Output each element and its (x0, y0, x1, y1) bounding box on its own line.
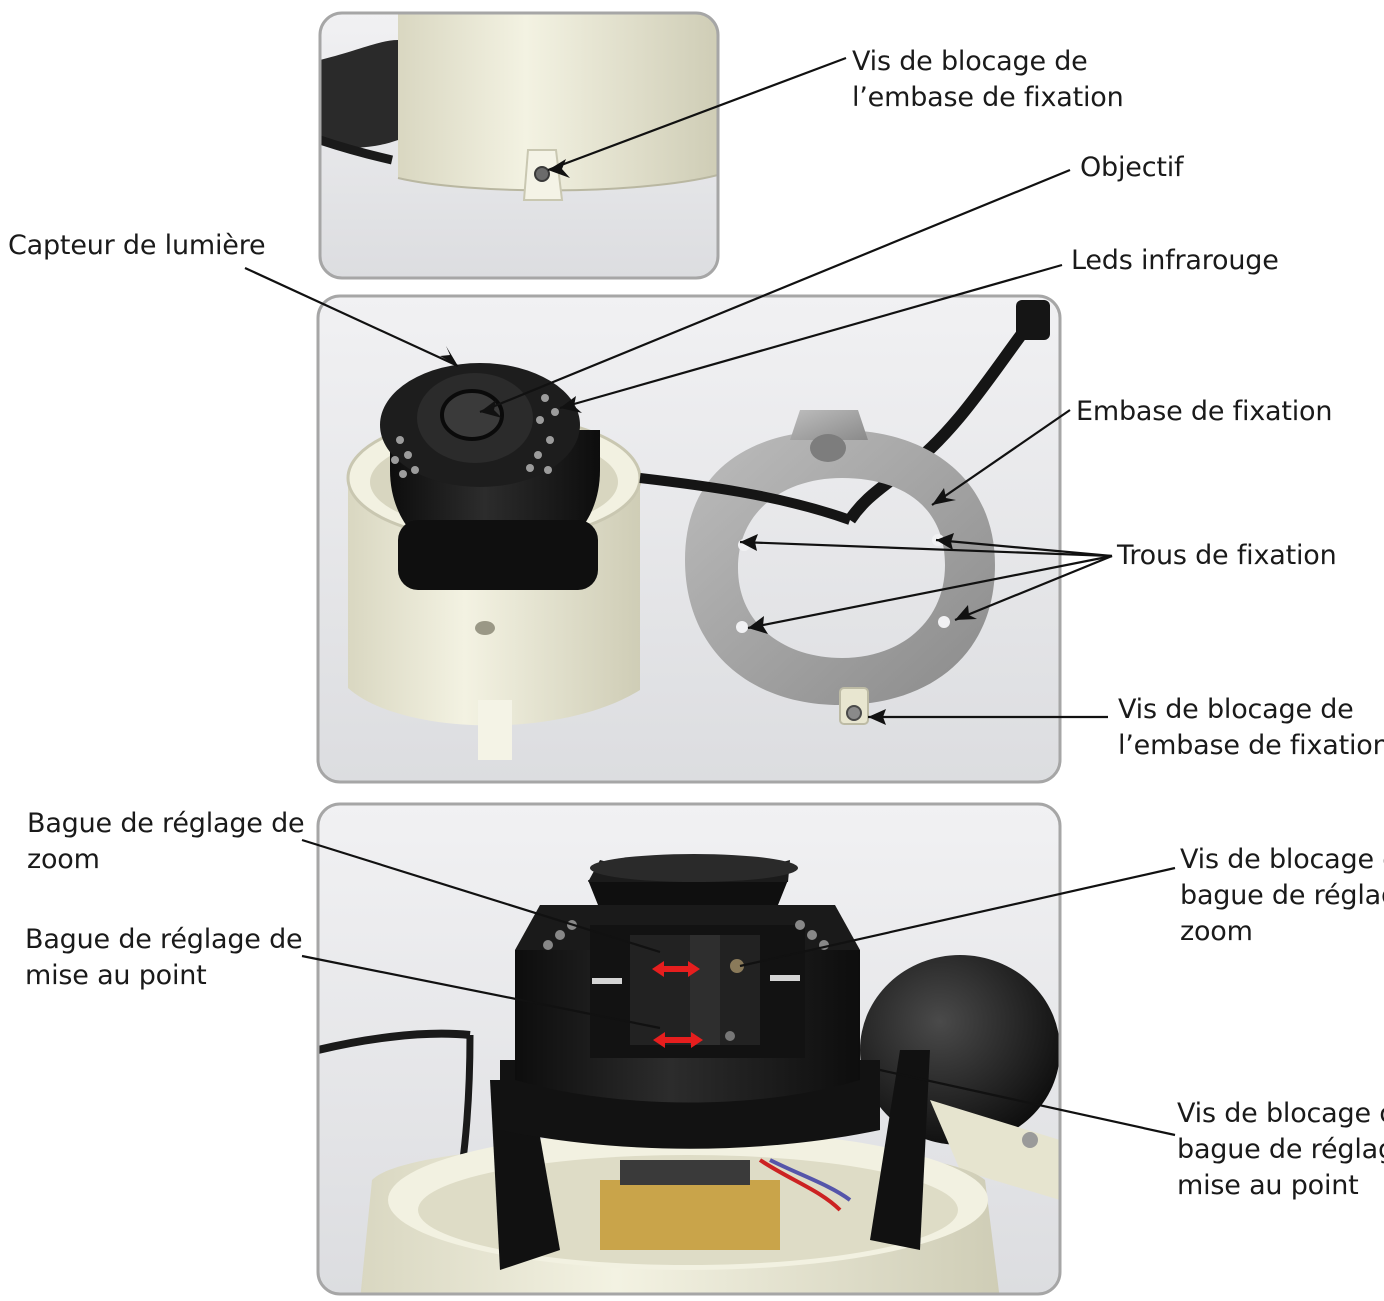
label-leds: Leds infrarouge (1071, 245, 1279, 276)
leader-capteur (244, 267, 459, 367)
double-arrow-icon (652, 961, 703, 1048)
arrow-icon (440, 159, 977, 725)
leader-zoom-screw (739, 866, 1176, 968)
leader-zoom-ring (301, 838, 661, 954)
label-embase: Embase de fixation (1076, 396, 1333, 427)
label-zoom-ring: Bague de réglage de zoom (27, 808, 305, 875)
label-mid-screw: Vis de blocage de l’embase de fixation (1118, 694, 1384, 761)
leader-top-screw (547, 56, 847, 172)
label-top-screw: Vis de blocage de l’embase de fixation (852, 46, 1124, 113)
leader-embase (931, 409, 1071, 506)
label-capteur: Capteur de lumière (8, 230, 266, 261)
photo-disassembled-camera (318, 296, 1060, 782)
leader-lines (244, 56, 1176, 1137)
label-zoom-screw: Vis de blocage c bague de réglag zoom (1180, 844, 1384, 947)
photo-housing-screw (320, 13, 718, 278)
label-trous: Trous de fixation (1117, 540, 1337, 571)
photo-lens-adjustment (318, 804, 1060, 1294)
photo-frame-top (318, 11, 720, 280)
leader-focus-screw (879, 1068, 1176, 1137)
leader-leds (559, 263, 1063, 410)
leader-focus-ring (301, 954, 661, 1030)
leader-objectif (479, 168, 1071, 414)
label-focus-screw: Vis de blocage c bague de réglag mise au… (1177, 1098, 1384, 1201)
photo-frame-middle (316, 294, 1062, 784)
photo-frame-bottom (316, 802, 1062, 1296)
leader-trous (739, 540, 1113, 558)
label-objectif: Objectif (1080, 152, 1184, 183)
label-focus-ring: Bague de réglage de mise au point (25, 924, 303, 991)
